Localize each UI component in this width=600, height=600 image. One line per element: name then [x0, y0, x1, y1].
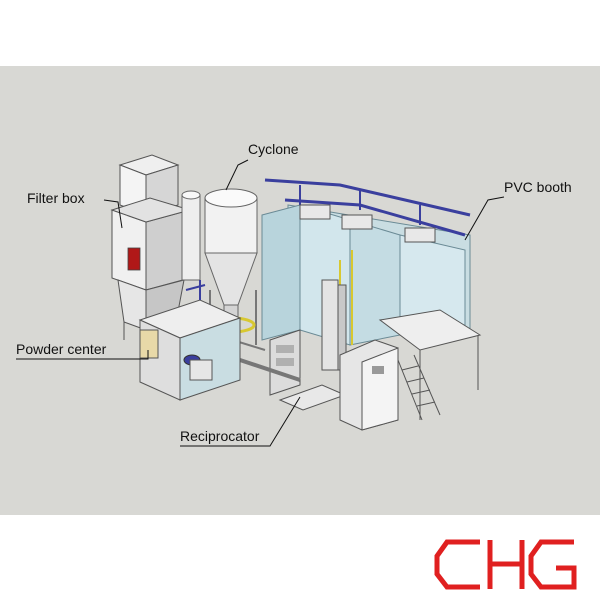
filter-door	[127, 247, 141, 271]
leader-line-cyclone	[225, 159, 249, 191]
label-filter-box: Filter box	[27, 190, 85, 206]
filter-box	[110, 154, 192, 340]
label-cyclone: Cyclone	[248, 141, 299, 157]
electrical-cabinet	[339, 339, 399, 431]
powder-center-panel	[139, 329, 159, 359]
operator-platform	[378, 309, 482, 351]
leader-lines	[16, 159, 505, 447]
conveyor-rail	[264, 178, 471, 217]
leader-line-powder-center	[16, 350, 149, 360]
label-powder-center: Powder center	[16, 341, 107, 357]
chg-logo	[434, 539, 577, 590]
label-pvc-booth: PVC booth	[504, 179, 572, 195]
logo-letter-c	[434, 539, 480, 590]
stairs	[397, 354, 441, 421]
leader-line-pvc-booth	[464, 196, 505, 241]
leader-line-filter-box	[103, 199, 123, 229]
powder-center	[138, 280, 242, 401]
leader-line-reciprocator	[180, 396, 301, 447]
logo-letter-g	[528, 539, 577, 590]
label-reciprocator: Reciprocator	[180, 428, 260, 444]
control-cabinet	[269, 329, 301, 396]
cyclone	[181, 188, 258, 345]
